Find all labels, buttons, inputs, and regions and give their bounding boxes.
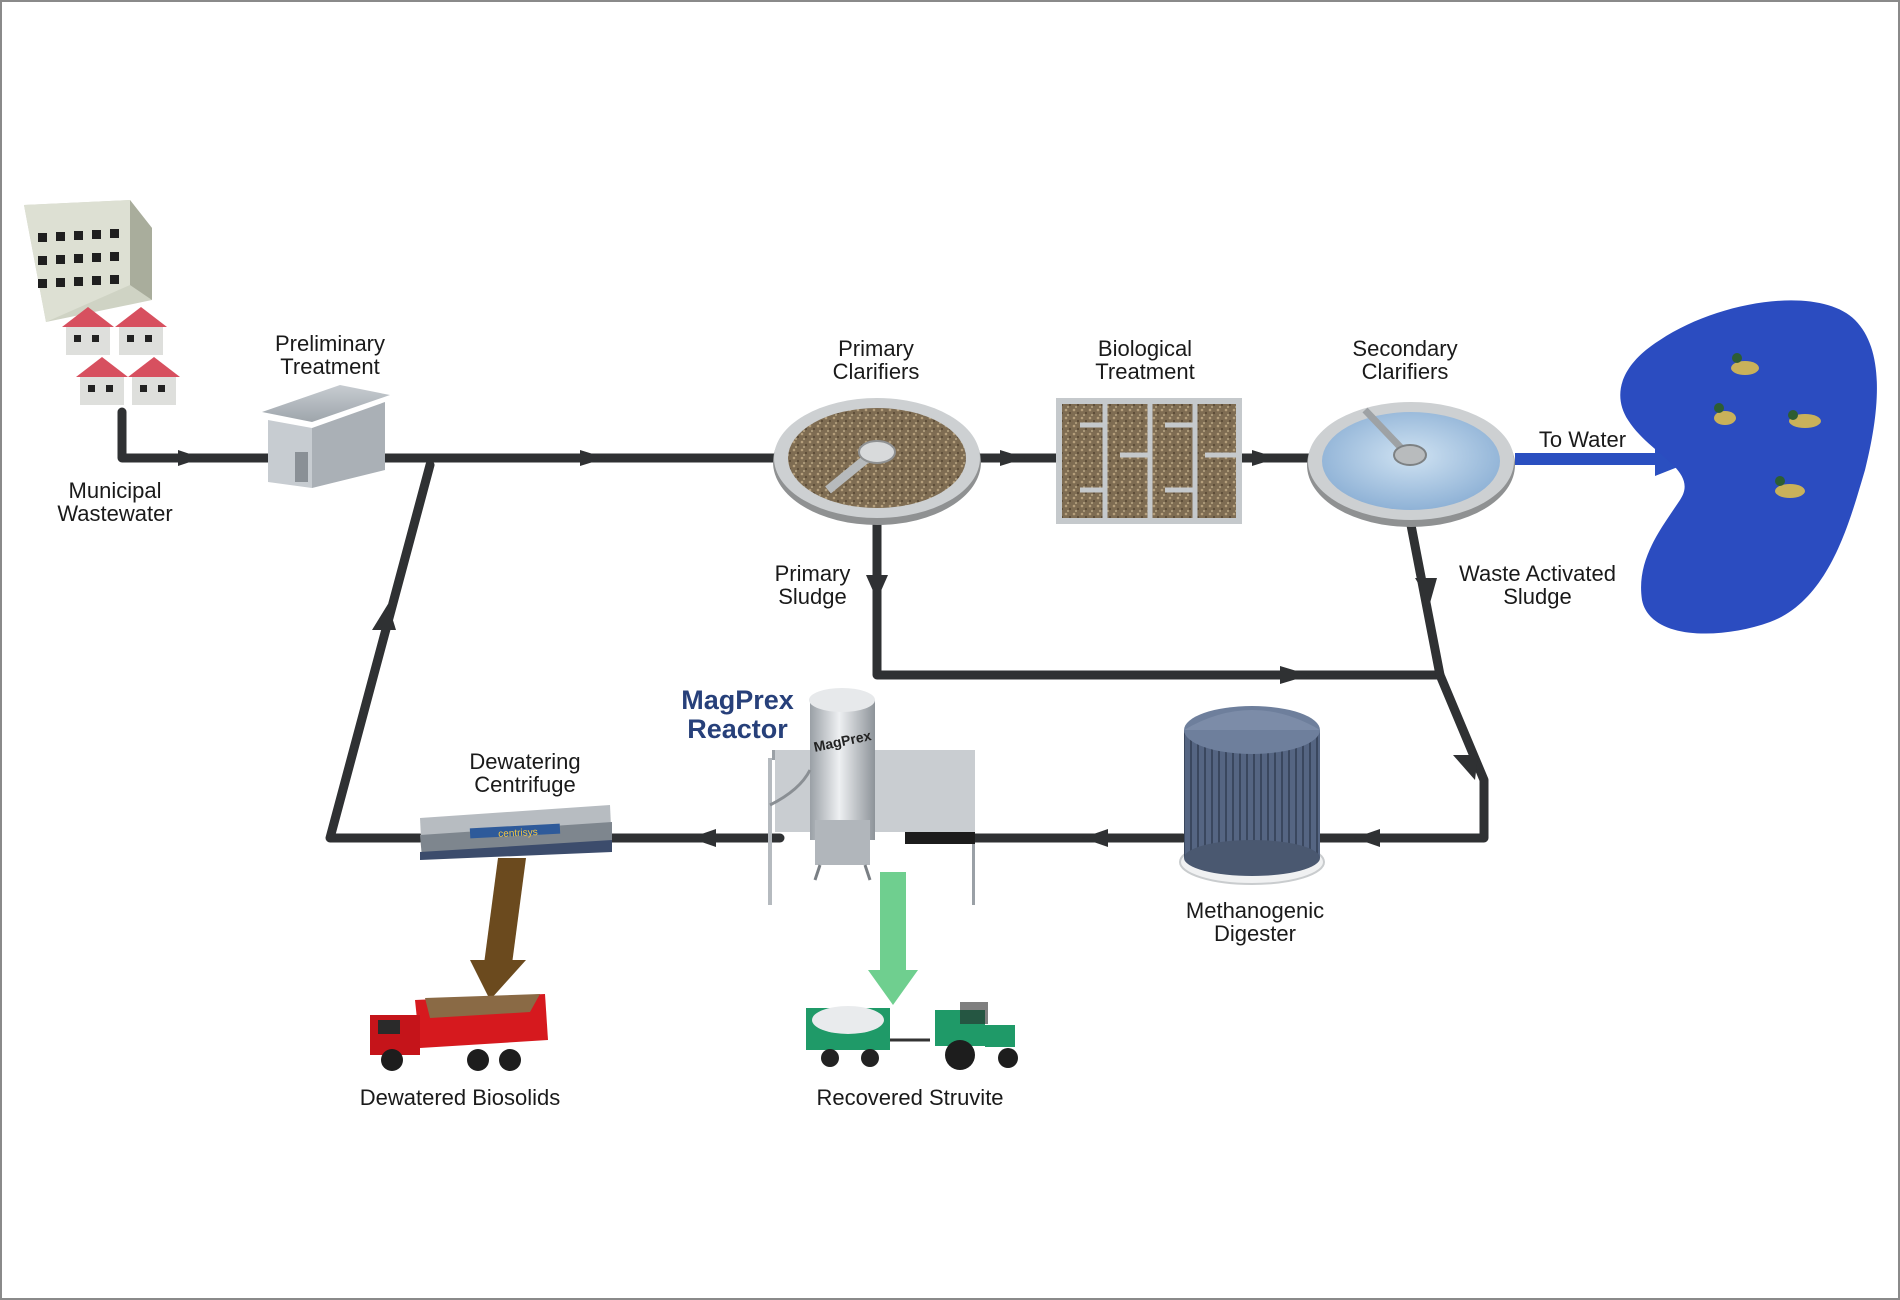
tractor-icon bbox=[806, 1002, 1018, 1070]
label-line: Waste Activated bbox=[1459, 561, 1616, 586]
clarifier-tank-icon bbox=[1307, 402, 1515, 527]
pipe-centrifuge-return bbox=[325, 460, 435, 843]
pipe-municipal-to-preliminary bbox=[117, 407, 275, 463]
label-line: Sludge bbox=[778, 584, 847, 609]
flow-arrow-10 bbox=[1082, 829, 1108, 847]
flow-arrow-2 bbox=[580, 450, 606, 466]
flow-arrow-1 bbox=[178, 450, 202, 466]
label-line: Treatment bbox=[1095, 359, 1195, 384]
label-line: Dewatered Biosolids bbox=[359, 1085, 561, 1110]
digester-tank-icon bbox=[1179, 706, 1325, 885]
label-recovered-struvite: Recovered Struvite bbox=[800, 1086, 1020, 1109]
label-line: Sludge bbox=[1503, 584, 1572, 609]
label-line: Wastewater bbox=[57, 501, 173, 526]
reactor-building-icon bbox=[768, 688, 975, 905]
dump-truck-icon bbox=[370, 994, 548, 1071]
label-line: Methanogenic bbox=[1185, 898, 1325, 923]
label-line: Centrifuge bbox=[474, 772, 576, 797]
brand-line: MagPrex bbox=[681, 685, 794, 715]
label-dewatering-centrifuge: Dewatering Centrifuge bbox=[445, 750, 605, 796]
flow-arrow-9 bbox=[1354, 829, 1380, 847]
label-municipal-wastewater: Municipal Wastewater bbox=[40, 479, 190, 525]
label-line: Primary bbox=[838, 336, 914, 361]
label-primary-clarifiers: Primary Clarifiers bbox=[800, 337, 952, 383]
label-line: Clarifiers bbox=[832, 359, 920, 384]
shed-icon bbox=[262, 385, 390, 488]
pipe-network bbox=[117, 407, 1489, 843]
magprex-reactor-title: MagPrex Reactor bbox=[670, 686, 805, 744]
label-methanogenic-digester: Methanogenic Digester bbox=[1170, 899, 1340, 945]
label-line: Recovered Struvite bbox=[816, 1085, 1004, 1110]
centrifuge-brand-text: centrisys bbox=[477, 820, 558, 847]
aeration-basin-icon bbox=[1056, 398, 1242, 524]
label-to-water: To Water bbox=[1525, 428, 1640, 451]
label-line: Preliminary bbox=[274, 331, 386, 356]
label-line: Clarifiers bbox=[1361, 359, 1449, 384]
label-secondary-clarifiers: Secondary Clarifiers bbox=[1330, 337, 1480, 383]
flow-arrow-3 bbox=[1000, 450, 1026, 466]
flow-arrow-8 bbox=[1453, 755, 1478, 780]
house-icon bbox=[62, 307, 180, 405]
biosolids-arrow bbox=[470, 858, 526, 1000]
apartment-building-icon bbox=[24, 200, 152, 322]
label-line: Biological bbox=[1097, 336, 1193, 361]
brand-line: Reactor bbox=[687, 714, 788, 744]
centrifuge-icon bbox=[420, 805, 612, 860]
duck-icon bbox=[1714, 353, 1821, 498]
label-line: Municipal bbox=[68, 478, 162, 503]
label-line: Secondary bbox=[1352, 336, 1458, 361]
pond-icon bbox=[1620, 300, 1877, 634]
label-primary-sludge: Primary Sludge bbox=[760, 562, 865, 608]
struvite-arrow bbox=[868, 872, 918, 1005]
label-line: To Water bbox=[1538, 427, 1627, 452]
flow-arrows bbox=[178, 450, 1478, 847]
flow-arrow-6 bbox=[866, 575, 888, 600]
clarifier-tank-icon bbox=[773, 398, 981, 525]
label-dewatered-biosolids: Dewatered Biosolids bbox=[340, 1086, 580, 1109]
label-biological-treatment: Biological Treatment bbox=[1070, 337, 1220, 383]
label-line: Digester bbox=[1214, 921, 1296, 946]
flow-arrow-7 bbox=[1415, 578, 1437, 603]
flow-arrow-4 bbox=[1252, 450, 1278, 466]
flow-arrow-5 bbox=[1280, 666, 1310, 684]
label-preliminary-treatment: Preliminary Treatment bbox=[250, 332, 410, 378]
label-line: centrisys bbox=[498, 826, 538, 841]
label-line: Dewatering bbox=[469, 749, 581, 774]
flow-arrow-11 bbox=[690, 829, 716, 847]
label-line: Treatment bbox=[280, 354, 380, 379]
pipe-primary-sludge bbox=[872, 515, 1445, 680]
flow-arrow-12 bbox=[372, 604, 396, 630]
pipe-waste-activated-sludge bbox=[1307, 520, 1489, 843]
label-line: Primary bbox=[774, 561, 851, 586]
label-waste-activated-sludge: Waste Activated Sludge bbox=[1445, 562, 1630, 608]
